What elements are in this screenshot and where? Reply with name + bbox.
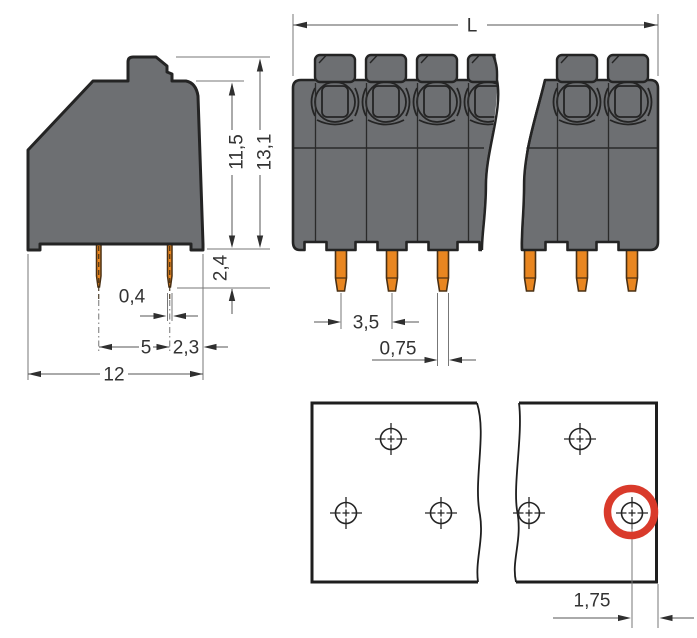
board-left-break-edge — [476, 402, 482, 583]
dim-front-pin-width-label: 0,75 — [380, 339, 417, 360]
board-right-break-edge — [513, 402, 521, 583]
dim-pin-width-label: 0,4 — [119, 287, 146, 308]
length-dimension: L — [292, 14, 659, 76]
hole-edge-dimension: 1,75 — [553, 524, 694, 628]
front-view: L 3,5 0,75 — [291, 14, 660, 366]
dim-pitch-label: 3,5 — [353, 313, 379, 334]
front-view-buttons — [313, 53, 650, 84]
dim-depth-label: 12 — [103, 365, 124, 386]
highlight-circle — [603, 484, 659, 540]
dim-total-height-label: 13,1 — [255, 134, 276, 171]
dim-pin-length-label: 2,4 — [211, 254, 232, 281]
dim-pin-spacing-label: 5 — [141, 338, 152, 359]
front-view-dimensions: 3,5 0,75 — [314, 293, 476, 366]
side-view-arrowheads — [28, 58, 264, 378]
drilling-plan: 1,75 — [310, 401, 694, 628]
dim-body-height-label: 11,5 — [227, 134, 248, 170]
dim-hole-to-edge-label: 1,75 — [574, 591, 611, 612]
dim-length-label: L — [467, 16, 478, 37]
side-view: 11,5 13,1 2,4 0,4 5 2,3 12 — [26, 55, 276, 386]
break-band — [482, 46, 542, 252]
front-view-internal-lines — [294, 83, 657, 241]
board-left — [310, 401, 478, 584]
dim-pin-to-edge-label: 2,3 — [173, 338, 199, 359]
side-view-housing — [26, 55, 205, 252]
break-lines — [480, 54, 547, 251]
